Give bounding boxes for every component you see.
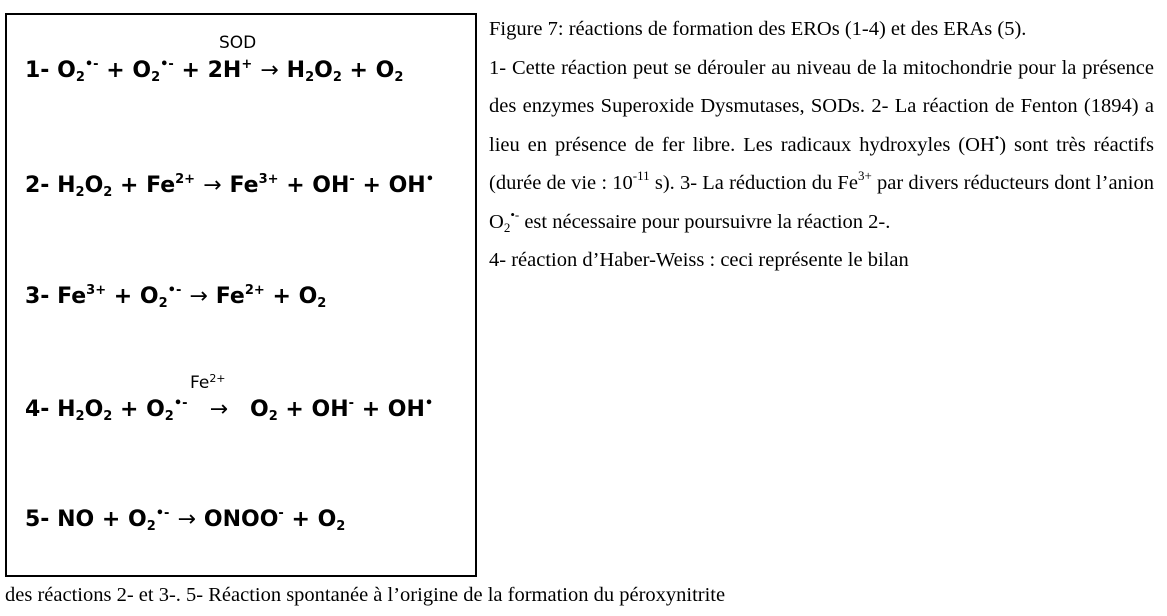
reaction-4-label: 4- — [25, 397, 50, 422]
reaction-5: 5- NO + O2•-→ONOO- + O2 — [25, 506, 346, 534]
caption-paragraph-1: 1- Cette réaction peut se dérouler au ni… — [489, 56, 1154, 235]
figure-title: Figure 7: réactions de formation des ERO… — [489, 18, 1027, 40]
reaction-3: 3- Fe3+ + O2•-→Fe2+ + O2 — [25, 283, 327, 311]
figure-caption: Figure 7: réactions de formation des ERO… — [489, 10, 1154, 280]
caption-continuation: des réactions 2- et 3-. 5- Réaction spon… — [5, 584, 726, 606]
reaction-4-catalyst: Fe2+ — [190, 372, 226, 393]
reaction-3-label: 3- — [25, 284, 50, 309]
reaction-2: 2- H2O2 + Fe2+→Fe3+ + OH- + OH• — [25, 172, 435, 200]
reaction-4: 4- H2O2 + O2•-→O2 + OH- + OH• — [25, 396, 434, 424]
reaction-1-catalyst: SOD — [219, 33, 257, 53]
reaction-1: 1- O2•- + O2•- + 2H+→H2O2 + O2 — [25, 57, 404, 85]
reaction-1-label: 1- — [25, 58, 50, 83]
reaction-5-label: 5- — [25, 507, 50, 532]
caption-paragraph-2: 4- réaction d’Haber-Weiss : ceci représe… — [489, 249, 909, 271]
reaction-equations-panel: SOD 1- O2•- + O2•- + 2H+→H2O2 + O2 2- H2… — [5, 13, 477, 577]
reaction-2-label: 2- — [25, 173, 50, 198]
